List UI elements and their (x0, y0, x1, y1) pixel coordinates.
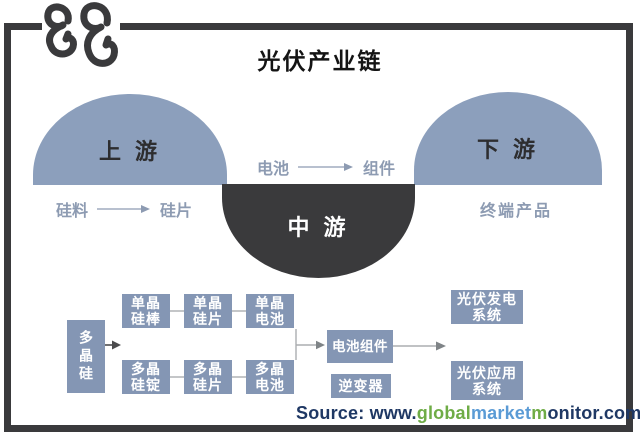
flow-box-label: 系统 (472, 307, 502, 323)
midstream-flow-to: 组件 (363, 161, 396, 178)
flow-box-pv-application-system: 光伏应用 系统 (451, 361, 523, 400)
upstream-flow: 硅料 硅片 (56, 197, 192, 221)
midstream-flow: 电池 组件 (257, 155, 395, 179)
flow-box-polysilicon: 多晶硅 (67, 320, 105, 393)
flow-box-label: 多晶硅 (78, 329, 94, 384)
downstream-sublabel: 终端产品 (480, 203, 553, 220)
flow-box-pv-power-system: 光伏发电 系统 (451, 290, 523, 324)
source-attribution: Source: www.globalmarketmonitor.com (296, 403, 640, 424)
flow-box-label: 光伏应用 (457, 364, 517, 381)
flow-box-label: 光伏发电 (457, 291, 517, 307)
source-brand-m: m (531, 403, 548, 423)
double-curl-logo-icon (41, 0, 121, 70)
flow-box-label: 单晶 (131, 295, 161, 311)
flow-box-mono-cell: 单晶 电池 (246, 294, 294, 328)
source-brand-global: global (416, 403, 471, 423)
flow-box-label: 电池 (255, 311, 285, 327)
downstream-label: 下 游 (476, 137, 540, 162)
flow-box-inverter: 逆变器 (331, 374, 391, 398)
flow-box-label: 电池 (255, 377, 285, 393)
flow-box-label: 单晶 (255, 295, 285, 311)
flow-box-mono-rod: 单晶 硅棒 (122, 294, 170, 328)
midstream-label: 中 游 (287, 215, 350, 240)
flow-box-label: 系统 (472, 380, 502, 397)
page-title: 光伏产业链 (257, 48, 383, 74)
flow-box-label: 硅片 (193, 311, 223, 327)
flow-box-label: 硅棒 (131, 311, 161, 327)
upstream-flow-to: 硅片 (160, 203, 193, 220)
upstream-label: 上 游 (98, 139, 162, 164)
flow-box-label: 多晶 (193, 361, 223, 377)
source-brand-market: market (470, 403, 532, 423)
flow-box-label: 硅锭 (131, 377, 161, 393)
arrow-right-icon (97, 205, 151, 213)
source-prefix: Source: www. (296, 403, 417, 423)
flow-box-label: 多晶 (255, 361, 285, 377)
flow-box-poly-cell: 多晶 电池 (246, 360, 294, 394)
source-brand-monitor-com: onitor.com (547, 403, 640, 423)
flow-box-poly-wafer: 多晶 硅片 (184, 360, 232, 394)
midstream-flow-from: 电池 (257, 161, 290, 178)
flow-box-mono-wafer: 单晶 硅片 (184, 294, 232, 328)
flow-box-label: 硅片 (193, 377, 223, 393)
flow-box-label: 单晶 (193, 295, 223, 311)
flow-box-label: 多晶 (131, 361, 161, 377)
flow-box-poly-ingot: 多晶 硅锭 (122, 360, 170, 394)
frame-border (4, 23, 633, 432)
flow-box-cell-module: 电池组件 (327, 330, 393, 363)
arrow-right-icon (298, 163, 354, 171)
upstream-flow-from: 硅料 (56, 203, 89, 220)
